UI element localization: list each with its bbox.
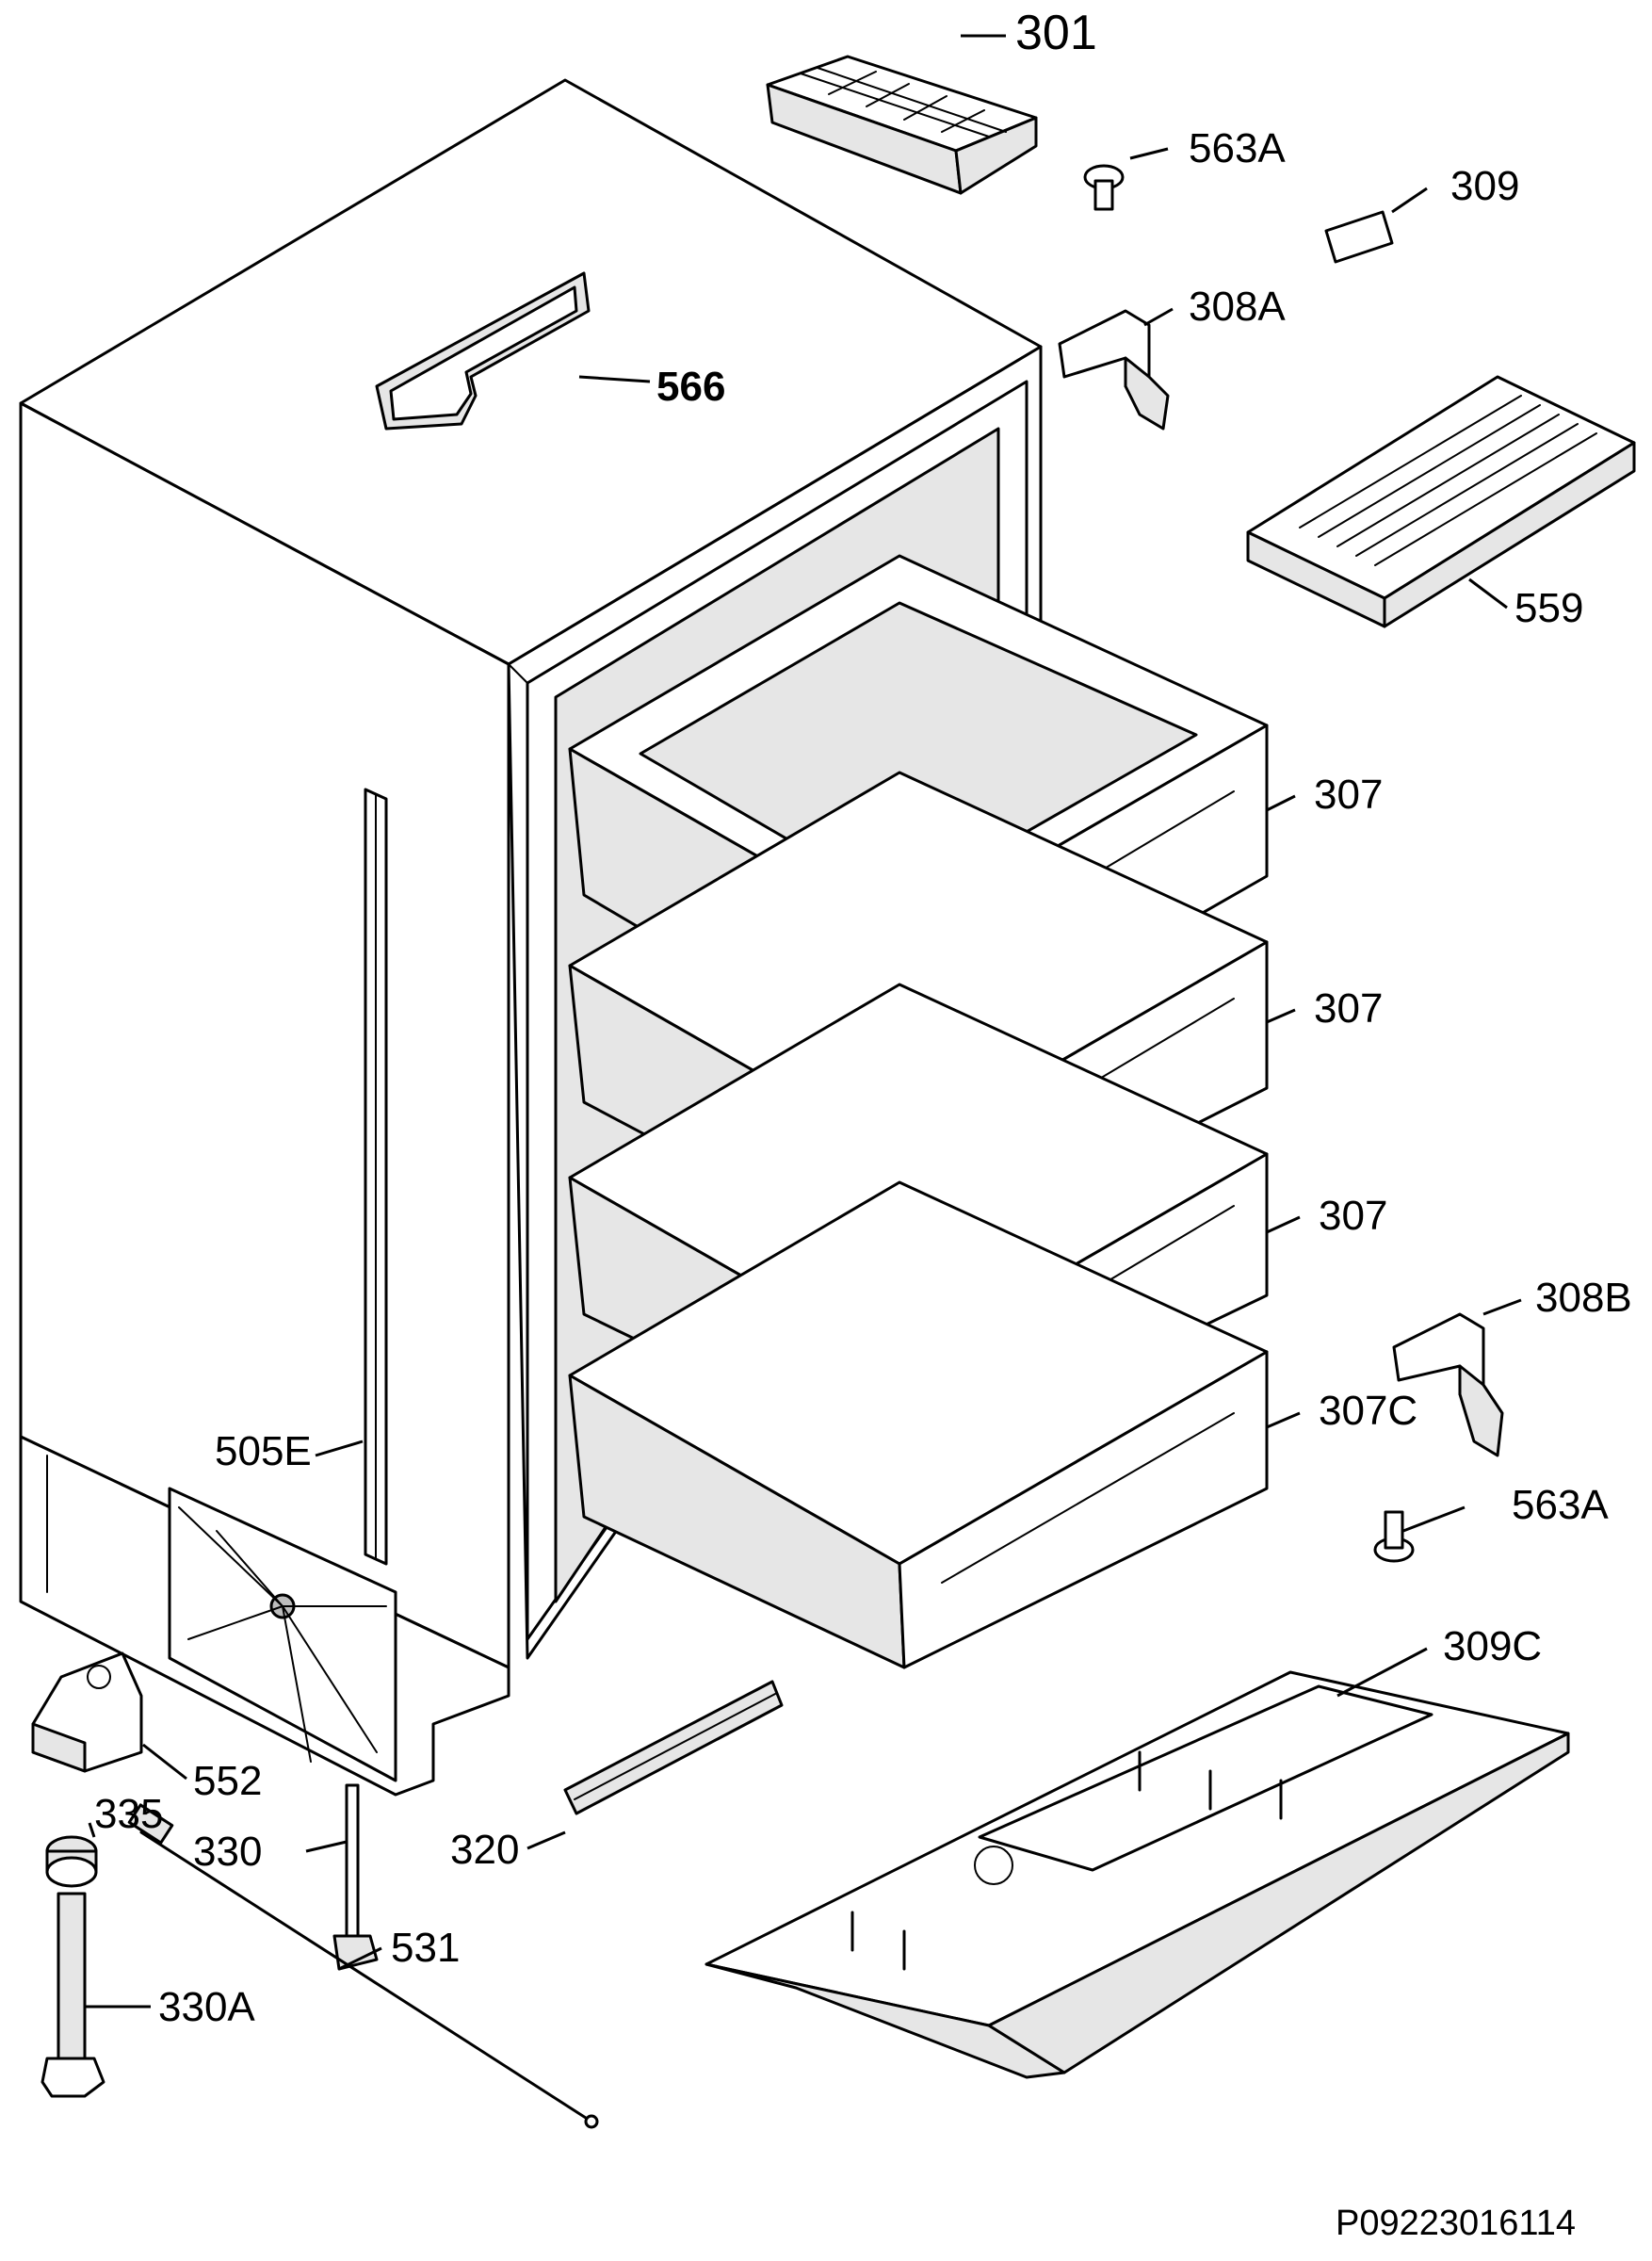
callout-320: 320 (450, 1827, 519, 1873)
callout-552: 552 (193, 1758, 262, 1804)
callout-307-2: 307 (1314, 985, 1383, 1032)
part-566-gasket (375, 271, 591, 431)
drawer-307c (568, 1180, 1269, 1669)
callout-559: 559 (1514, 585, 1583, 631)
leader-lines (85, 34, 1522, 2009)
part-335-nut (45, 1835, 98, 1888)
callout-308a: 308A (1189, 284, 1286, 330)
callout-566: 566 (656, 364, 725, 410)
part-531-rod (127, 1803, 599, 2129)
callout-563a-bottom: 563A (1512, 1482, 1609, 1528)
callout-307c: 307C (1319, 1388, 1417, 1434)
part-330a-foot (40, 1892, 105, 2098)
callout-307-3: 307 (1319, 1193, 1387, 1239)
part-563a-screw-bottom (1373, 1510, 1415, 1563)
callout-505e: 505E (215, 1428, 312, 1474)
part-552-bracket (31, 1651, 143, 1773)
part-308b-hinge (1392, 1312, 1504, 1457)
document-code: P09223016114 (1336, 2204, 1576, 2243)
callout-563a-top: 563A (1189, 125, 1286, 171)
part-563a-screw-top (1083, 164, 1125, 211)
callout-335: 335 (94, 1791, 163, 1837)
part-309-label (1324, 210, 1394, 264)
callout-330: 330 (193, 1829, 262, 1875)
callout-309: 309 (1450, 163, 1519, 209)
callout-labels: 301 563A 309 308A 566 559 307 307 307 30… (94, 6, 1632, 2030)
part-320-strip (563, 1680, 784, 1815)
part-301-ice-tray (766, 55, 1038, 195)
part-559-cover (1246, 375, 1636, 628)
part-308a-hinge (1058, 309, 1170, 431)
part-309c-base-tray (705, 1670, 1570, 2079)
callout-531: 531 (391, 1925, 460, 1971)
door-gasket-strip (364, 788, 388, 1566)
callout-308b: 308B (1535, 1275, 1632, 1321)
callout-301: 301 (1015, 6, 1097, 60)
vent-grille (168, 1487, 397, 1782)
callout-309c: 309C (1443, 1623, 1542, 1669)
callout-307-1: 307 (1314, 772, 1383, 818)
callout-330a: 330A (158, 1984, 255, 2030)
part-330-screw (332, 1783, 379, 1971)
